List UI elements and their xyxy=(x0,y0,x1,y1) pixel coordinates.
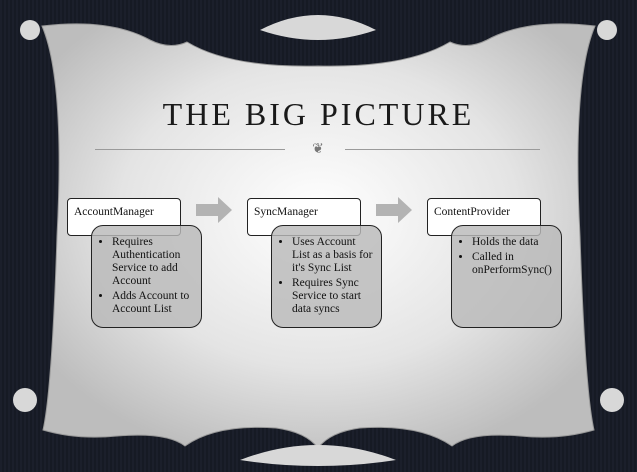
divider-left xyxy=(95,149,285,150)
bullet: Holds the data xyxy=(472,236,555,249)
bullet: Uses Account List as a basis for it's Sy… xyxy=(292,236,375,275)
step-accountmanager-details: Requires Authentication Service to add A… xyxy=(91,225,202,328)
corner-ornaments xyxy=(13,15,624,466)
bullet: Called in onPerformSync() xyxy=(472,251,555,277)
divider-ornament-icon: ❦ xyxy=(312,141,324,157)
divider-right xyxy=(345,149,540,150)
slide-title: THE BIG PICTURE xyxy=(162,96,475,132)
step-syncmanager-details: Uses Account List as a basis for it's Sy… xyxy=(271,225,382,328)
arrow-right-icon xyxy=(376,197,412,223)
step-contentprovider-details: Holds the data Called in onPerformSync() xyxy=(451,225,562,328)
bullet: Adds Account to Account List xyxy=(112,290,195,316)
arrow-right-icon xyxy=(196,197,232,223)
bullet: Requires Sync Service to start data sync… xyxy=(292,277,375,316)
bullet: Requires Authentication Service to add A… xyxy=(112,236,195,288)
